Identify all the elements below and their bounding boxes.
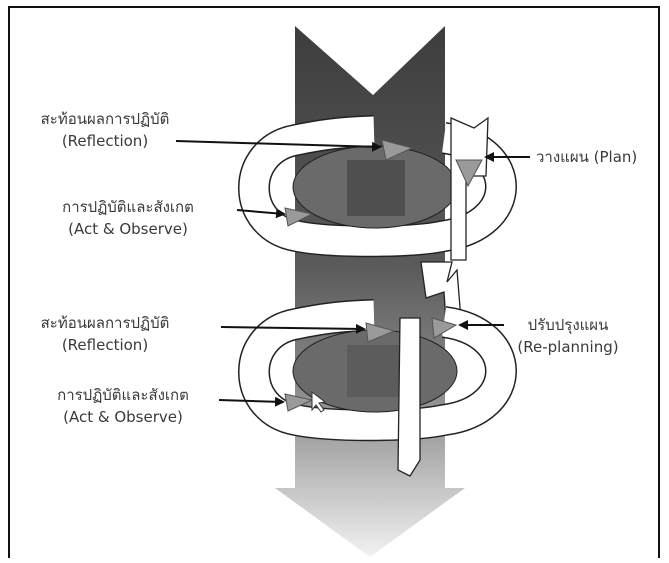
label-reflection-2: สะท้อนผลการปฏิบัติ (Reflection) bbox=[30, 312, 180, 356]
label-act-observe-2-thai: การปฏิบัติและสังเกต bbox=[57, 386, 189, 404]
label-reflection-1: สะท้อนผลการปฏิบัติ (Reflection) bbox=[30, 108, 180, 152]
label-plan-text: วางแผน (Plan) bbox=[536, 148, 638, 166]
arrow-act-observe-1 bbox=[236, 208, 286, 219]
arrow-act-observe-2 bbox=[218, 396, 285, 407]
diagram-frame bbox=[8, 6, 660, 558]
spiral-loop-upper bbox=[238, 115, 517, 258]
triangle-act-1 bbox=[284, 207, 314, 227]
cursor-icon bbox=[311, 390, 327, 413]
spiral-riser-upper bbox=[450, 116, 489, 261]
label-act-observe-1: การปฏิบัติและสังเกต (Act & Observe) bbox=[30, 196, 226, 240]
label-replanning: ปรับปรุงแผน (Re-planning) bbox=[508, 314, 628, 358]
label-reflection-2-thai: สะท้อนผลการปฏิบัติ bbox=[40, 314, 170, 332]
triangle-reflection-2 bbox=[365, 322, 396, 343]
triangle-reflection-1 bbox=[381, 139, 414, 161]
label-act-observe-2-en: (Act & Observe) bbox=[63, 408, 183, 426]
label-plan: วางแผน (Plan) bbox=[536, 146, 637, 168]
label-reflection-2-en: (Reflection) bbox=[61, 336, 149, 354]
triangle-replanning bbox=[431, 317, 458, 339]
triangle-act-2 bbox=[284, 393, 314, 412]
label-replanning-thai: ปรับปรุงแผน bbox=[527, 316, 609, 334]
spiral-riser-lower bbox=[397, 317, 421, 477]
triangle-plan bbox=[455, 159, 483, 188]
arrow-reflection-1 bbox=[175, 140, 382, 152]
label-reflection-1-en: (Reflection) bbox=[61, 132, 149, 150]
label-replanning-en: (Re-planning) bbox=[517, 338, 619, 356]
label-act-observe-2: การปฏิบัติและสังเกต (Act & Observe) bbox=[30, 384, 216, 428]
label-reflection-1-thai: สะท้อนผลการปฏิบัติ bbox=[40, 110, 170, 128]
arrow-reflection-2 bbox=[220, 323, 366, 334]
label-act-observe-1-en: (Act & Observe) bbox=[68, 220, 188, 238]
label-act-observe-1-thai: การปฏิบัติและสังเกต bbox=[62, 198, 194, 216]
